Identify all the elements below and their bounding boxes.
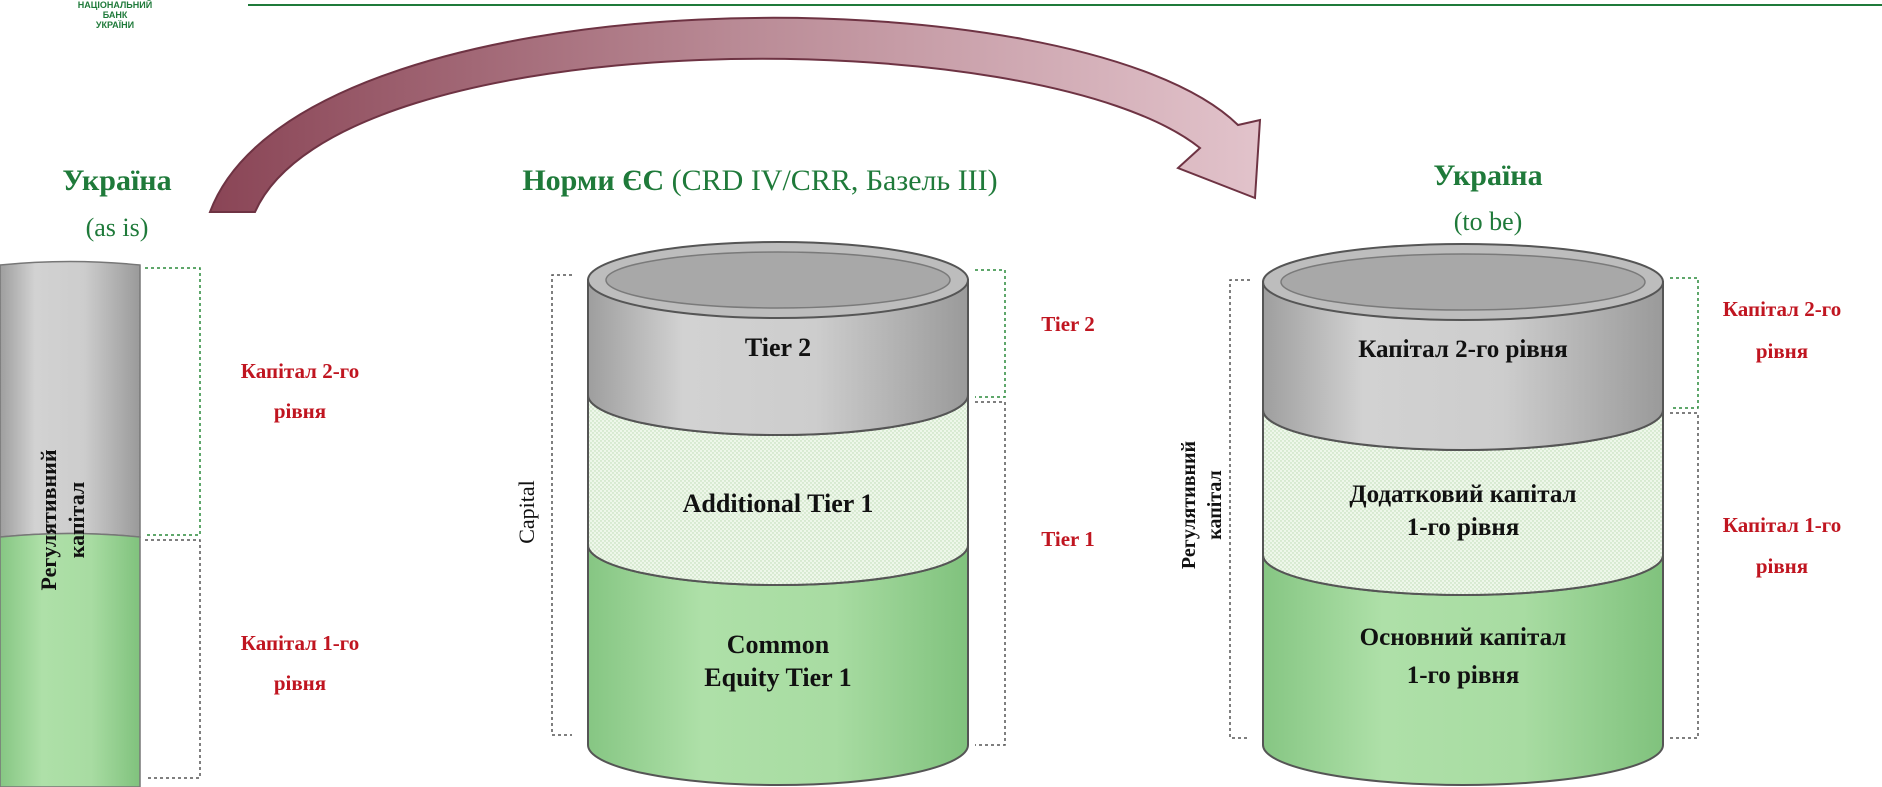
right-brace-tier2-label-1: Капітал 2-го: [1723, 297, 1841, 321]
left-tier1-brace: [145, 539, 201, 779]
logo-line-1: НАЦІОНАЛЬНИЙ: [77, 0, 153, 10]
right-tier2-segment: [1262, 281, 1664, 451]
right-cylinder: [1262, 243, 1664, 786]
middle-tier2-text: Tier 2: [745, 333, 811, 362]
middle-capital-label: Capital: [514, 480, 539, 544]
middle-title-rest: (CRD IV/CRR, Базель ІІІ): [664, 164, 998, 197]
right-cylinder-top-inner: [1280, 253, 1646, 311]
middle-title-bold: Норми ЄС: [522, 164, 664, 197]
right-at1-text-1: Додатковий капітал: [1349, 481, 1576, 508]
middle-brace-tier2-label: Tier 2: [1041, 312, 1094, 336]
right-vertical-label-1: Регулятивний: [1178, 441, 1200, 569]
left-column: [0, 260, 141, 787]
nbu-logo: НАЦІОНАЛЬНИЙ БАНК УКРАЇНИ: [50, 0, 180, 30]
left-subtitle: (as is): [86, 213, 149, 242]
left-tier1-segment: [0, 532, 141, 787]
left-title: Україна: [62, 164, 171, 197]
right-brace-tier1-label-2: рівня: [1756, 554, 1808, 578]
right-tier2-brace: [1670, 277, 1699, 409]
right-vertical-label-2: капітал: [1204, 470, 1226, 540]
header-divider: [248, 4, 1882, 6]
left-tier1-label-1: Капітал 1-го: [241, 631, 359, 655]
left-vertical-label-2: капітал: [64, 482, 89, 558]
logo-line-3: УКРАЇНИ: [95, 20, 135, 30]
middle-cet1-text-1: Common: [727, 630, 830, 659]
right-tier2-text: Капітал 2-го рівня: [1358, 336, 1568, 363]
middle-cylinder-top-inner: [605, 251, 951, 309]
middle-tier2-brace: [975, 269, 1006, 398]
right-cet1-text-2: 1-го рівня: [1407, 662, 1520, 689]
right-title: Україна: [1433, 159, 1542, 192]
middle-brace-tier1-label: Tier 1: [1041, 527, 1094, 551]
transition-arrow: [208, 16, 1262, 213]
middle-cylinder: [587, 241, 969, 786]
middle-at1-text: Additional Tier 1: [683, 489, 874, 518]
right-brace-tier2-label-2: рівня: [1756, 339, 1808, 363]
right-brace-tier1-label-1: Капітал 1-го: [1723, 513, 1841, 537]
logo-line-2: БАНК: [102, 10, 128, 20]
middle-title: Норми ЄС (CRD IV/CRR, Базель ІІІ): [522, 164, 997, 197]
right-tier1-brace: [1670, 412, 1699, 739]
left-tier2-brace: [145, 267, 201, 536]
middle-tier2-segment: [587, 279, 969, 436]
left-tier2-label-2: рівня: [274, 399, 326, 423]
right-cet1-text-1: Основний капітал: [1360, 624, 1567, 651]
left-vertical-label-1: Регулятивний: [36, 449, 61, 590]
left-tier2-label-1: Капітал 2-го: [241, 359, 359, 383]
right-subtitle: (to be): [1454, 207, 1523, 236]
middle-capital-brace: [551, 274, 572, 736]
right-capital-brace: [1229, 279, 1250, 739]
left-tier1-label-2: рівня: [274, 671, 326, 695]
right-at1-text-2: 1-го рівня: [1407, 514, 1520, 541]
middle-tier1-brace: [975, 401, 1006, 746]
middle-cet1-text-2: Equity Tier 1: [704, 663, 851, 692]
